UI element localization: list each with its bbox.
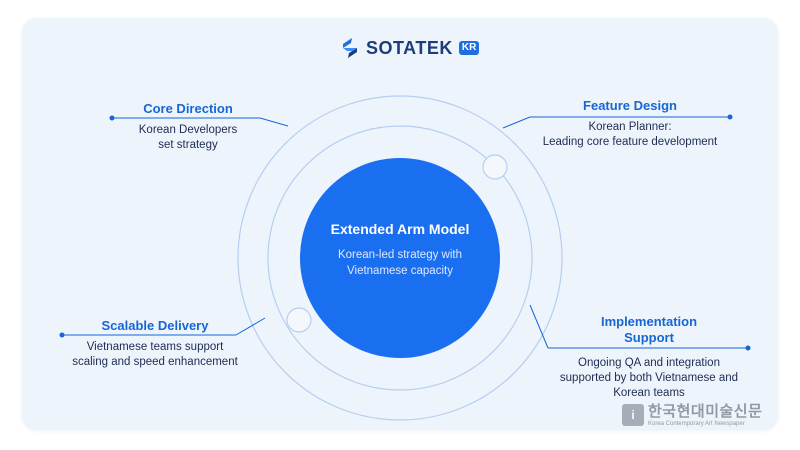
logo-badge: KR	[458, 41, 480, 55]
sotatek-logo: SOTATEK KR	[340, 36, 480, 60]
outer-ring	[237, 95, 563, 421]
watermark-sub: Korea Contemporary Art Newspaper	[648, 420, 745, 427]
central-subtitle-line: Korean-led strategy with	[337, 249, 462, 261]
node-description-line: supported by both Vietnamese and	[559, 372, 739, 384]
node-description-line: Leading core feature development	[542, 136, 718, 148]
orbit-node-top-right	[482, 154, 508, 180]
node-description-line: Vietnamese teams support	[86, 341, 224, 353]
inner-ring	[267, 125, 533, 391]
node-description-line: Korean Developers	[138, 124, 238, 136]
connector-core-direction	[109, 115, 289, 127]
node-scalable-delivery: Scalable Delivery Vietnamese teams suppo…	[50, 318, 260, 370]
connector-feature-design	[502, 114, 733, 129]
node-title: Feature Design	[583, 98, 677, 113]
central-circle	[300, 158, 500, 358]
newspaper-watermark: i 한국현대미술신문 Korea Contemporary Art Newspa…	[622, 400, 794, 430]
node-description: Korean Developers set strategy	[108, 123, 268, 153]
node-feature-design: Feature Design Korean Planner: Leading c…	[520, 98, 740, 150]
node-title: Scalable Delivery	[101, 318, 209, 333]
node-title-line: Implementation	[600, 314, 698, 329]
node-description-line: scaling and speed enhancement	[72, 356, 238, 368]
node-description-line: Ongoing QA and integration	[578, 357, 720, 369]
logo-wordmark: SOTATEK	[366, 37, 453, 58]
newspaper-logo-icon: i	[622, 404, 644, 426]
node-description-line: Korean Planner:	[588, 121, 672, 133]
connector-scalable-delivery	[59, 317, 266, 338]
node-description: Vietnamese teams support scaling and spe…	[50, 340, 260, 370]
connector-implementation-support	[529, 304, 751, 351]
node-core-direction: Core Direction Korean Developers set str…	[108, 101, 268, 153]
watermark-text: 한국현대미술신문 Korea Contemporary Art Newspape…	[648, 403, 762, 428]
node-description-line: set strategy	[158, 139, 218, 151]
watermark-main: 한국현대미술신문	[648, 402, 763, 420]
central-title: Extended Arm Model	[330, 221, 470, 237]
node-description: Ongoing QA and integration supported by …	[537, 356, 761, 401]
node-description-line: Korean teams	[613, 387, 685, 399]
central-subtitle-line: Vietnamese capacity	[347, 265, 453, 277]
central-subtitle: Korean-led strategy with Vietnamese capa…	[300, 247, 500, 279]
node-title: Core Direction	[143, 101, 233, 116]
node-title-line: Support	[624, 330, 674, 345]
node-implementation-support: Implementation Support Ongoing QA and in…	[537, 314, 761, 401]
node-title: Implementation Support	[537, 314, 761, 346]
sotatek-mark-icon	[343, 38, 357, 58]
central-label: Extended Arm Model Korean-led strategy w…	[300, 180, 500, 279]
node-description: Korean Planner: Leading core feature dev…	[520, 120, 740, 150]
orbit-node-bottom-left	[286, 307, 312, 333]
